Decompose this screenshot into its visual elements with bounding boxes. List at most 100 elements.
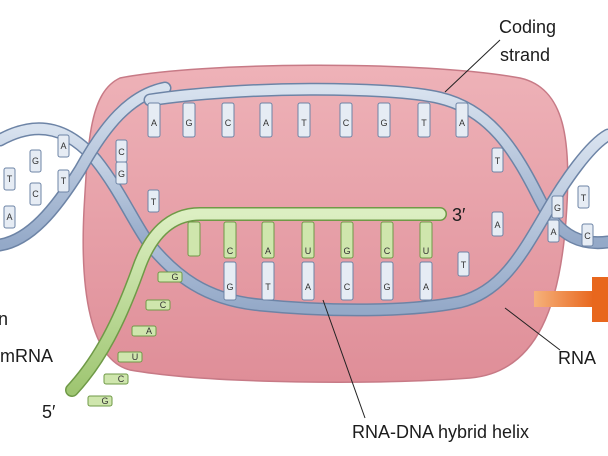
left-bottom-base-rung bbox=[29, 182, 42, 206]
mrna-tail-rung bbox=[157, 271, 183, 283]
coding-strand-label-line1: Coding bbox=[499, 17, 556, 37]
coding-strand-leader bbox=[444, 39, 501, 93]
mrna-tail-letter: U bbox=[132, 352, 139, 362]
left-bottom-base-letter: C bbox=[32, 189, 39, 199]
left-inner-base-letter: G bbox=[118, 169, 125, 179]
coding-base-rung bbox=[259, 102, 273, 138]
coding-base-rung bbox=[417, 102, 431, 138]
coding-base-rung bbox=[297, 102, 311, 138]
left-top-base-rung bbox=[29, 149, 42, 173]
mrna-tail-letter: G bbox=[101, 396, 108, 406]
rna-base-letter: A bbox=[265, 246, 271, 256]
rna-base-rung bbox=[380, 221, 394, 259]
rna-base-rung bbox=[419, 221, 433, 259]
mrna-tail-letter: C bbox=[118, 374, 125, 384]
left-dna-helix bbox=[0, 81, 172, 252]
rna-base-letter: G bbox=[343, 246, 350, 256]
template-base-letter: A bbox=[423, 282, 429, 292]
mrna-tail-rung bbox=[87, 395, 113, 407]
coding-base-letter: G bbox=[185, 118, 192, 128]
mrna-tail-letter: A bbox=[146, 326, 152, 336]
coding-base-letter: A bbox=[459, 118, 465, 128]
left-inner-base-letter: C bbox=[118, 147, 125, 157]
five-prime-label: 5′ bbox=[42, 402, 56, 422]
left-top-base-letter: T bbox=[7, 174, 13, 184]
left-helix-bases-bottom: A C T bbox=[3, 169, 70, 229]
template-base-rung bbox=[380, 261, 394, 301]
template-base-rung bbox=[419, 261, 433, 301]
rna-base-rung bbox=[261, 221, 275, 259]
right-helix-base-rung bbox=[551, 195, 564, 219]
coding-base-letter: T bbox=[421, 118, 427, 128]
coding-base-letter: A bbox=[263, 118, 269, 128]
mrna-tail-rung bbox=[117, 351, 143, 363]
left-inner-base-letter: T bbox=[151, 197, 157, 207]
right-helix-base-letter: T bbox=[581, 193, 587, 203]
rna-leader bbox=[504, 307, 561, 351]
rna-base-rung bbox=[223, 221, 237, 259]
coding-base-letter: C bbox=[225, 118, 232, 128]
template-strand bbox=[143, 128, 608, 317]
mrna-strand bbox=[65, 207, 447, 397]
mrna-tail-letter: C bbox=[160, 300, 167, 310]
right-helix-base-rung bbox=[581, 223, 594, 247]
coding-base-rung bbox=[147, 102, 161, 138]
left-top-base-rung bbox=[3, 167, 16, 191]
rna-base-rung bbox=[301, 221, 315, 259]
template-base-letter: T bbox=[265, 282, 271, 292]
right-inner-base-rung bbox=[491, 211, 504, 237]
rna-base-letter: C bbox=[384, 246, 391, 256]
right-helix-base-rung bbox=[577, 185, 590, 209]
template-base-letter: G bbox=[226, 282, 233, 292]
coding-base-rung bbox=[182, 102, 196, 138]
direction-arrow bbox=[534, 277, 608, 322]
right-inner-base-rung bbox=[491, 147, 504, 173]
rna-base-letter: U bbox=[423, 246, 430, 256]
right-inner-bases: TAT bbox=[457, 147, 504, 277]
mrna-tail-letter: G bbox=[171, 272, 178, 282]
rna-base-letter: U bbox=[305, 246, 312, 256]
left-top-base-letter: A bbox=[60, 141, 66, 151]
hybrid-helix-label: RNA-DNA hybrid helix bbox=[352, 422, 529, 442]
left-top-base-letter: G bbox=[32, 156, 39, 166]
coding-base-rung bbox=[377, 102, 391, 138]
left-top-base-rung bbox=[57, 134, 70, 158]
mrna-tail-rung bbox=[131, 325, 157, 337]
right-inner-base-letter: T bbox=[461, 260, 467, 270]
coding-base-rung bbox=[455, 102, 469, 138]
mrna-tail-rung bbox=[145, 299, 171, 311]
template-base-letter: C bbox=[344, 282, 351, 292]
template-base-rung bbox=[301, 261, 315, 301]
left-helix-bases-top: T G A bbox=[3, 134, 70, 191]
left-inner-base-rung bbox=[115, 161, 128, 185]
template-base-rung bbox=[223, 261, 237, 301]
left-bottom-base-rung bbox=[57, 169, 70, 193]
right-helix-base-letter: A bbox=[550, 227, 556, 237]
right-helix-base-rung bbox=[547, 219, 560, 243]
right-helix-base-letter: C bbox=[584, 231, 591, 241]
right-inner-base-rung bbox=[457, 251, 470, 277]
rna-base-rung bbox=[340, 221, 354, 259]
left-inner-base-rung bbox=[147, 189, 160, 213]
left-inner-bases: C G T bbox=[115, 139, 160, 213]
mrna-tail-bases: G C A U C G bbox=[87, 271, 183, 407]
template-base-letter: G bbox=[383, 282, 390, 292]
rna-label: RNA bbox=[558, 348, 596, 368]
left-bottom-base-letter: A bbox=[6, 212, 12, 222]
coding-strand-label-line2: strand bbox=[500, 45, 550, 65]
left-edge-fragment: n bbox=[0, 309, 8, 329]
coding-base-letter: T bbox=[301, 118, 307, 128]
coding-base-rung bbox=[221, 102, 235, 138]
hybrid-helix-leader bbox=[322, 299, 366, 419]
right-helix-bases: A G T C bbox=[547, 185, 594, 247]
mrna-tail-rung bbox=[103, 373, 129, 385]
right-helix-base-letter: G bbox=[554, 203, 561, 213]
template-base-letter: A bbox=[305, 282, 311, 292]
rna-base-letter: C bbox=[227, 246, 234, 256]
coding-base-letter: G bbox=[380, 118, 387, 128]
template-base-rung bbox=[340, 261, 354, 301]
